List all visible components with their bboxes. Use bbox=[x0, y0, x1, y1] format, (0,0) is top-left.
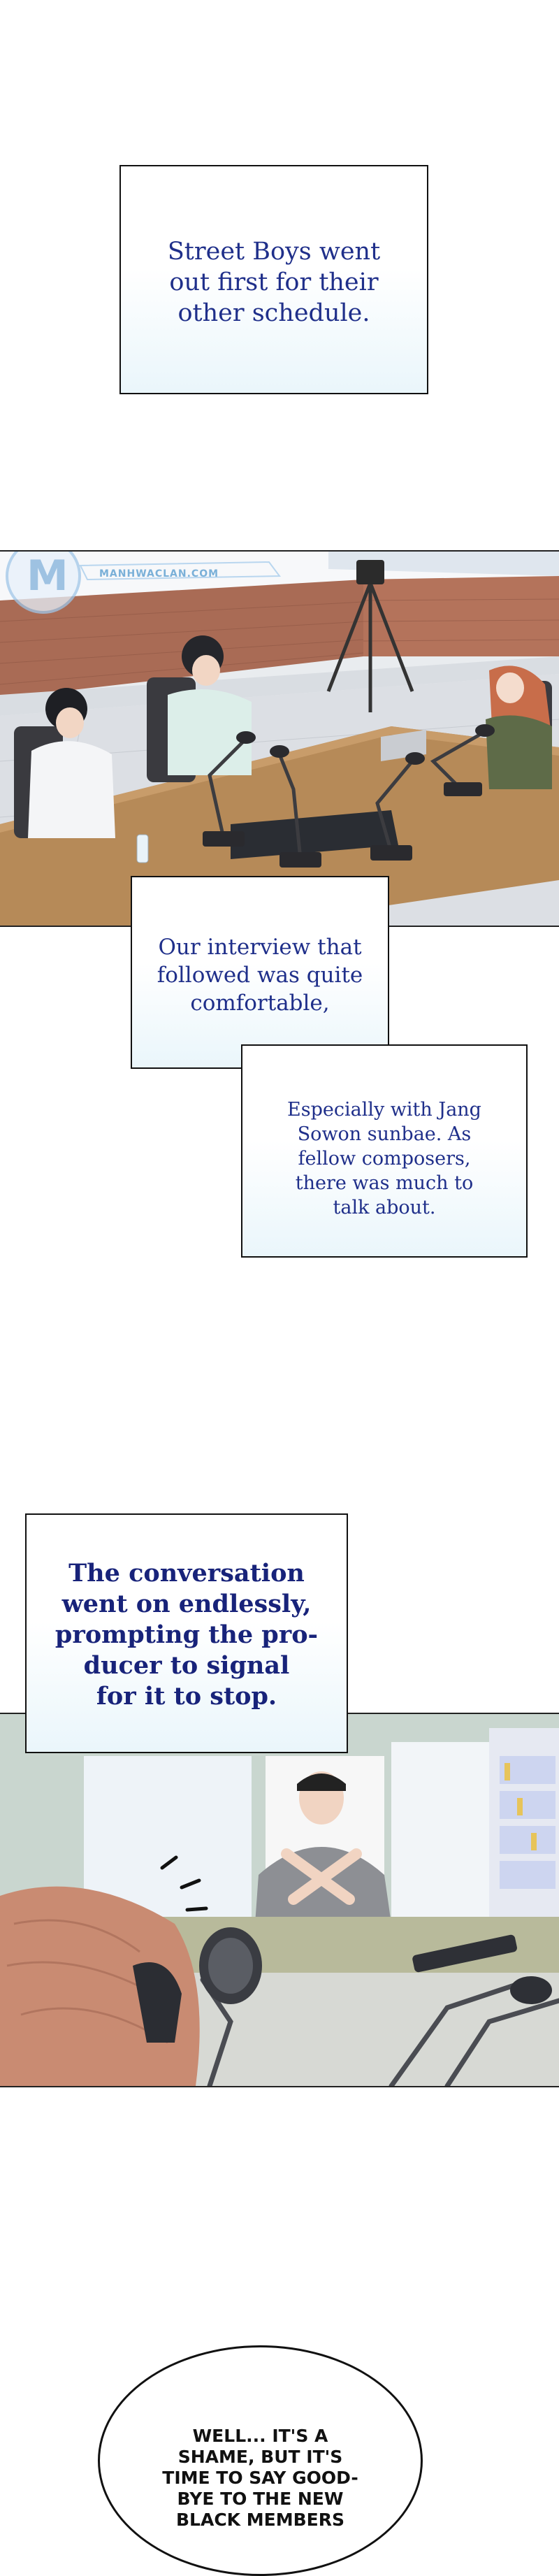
caption-text-1: Street Boys went out first for their oth… bbox=[167, 238, 381, 327]
caption-text-3: Especially with Jang Sowon sunbae. As fe… bbox=[287, 1099, 481, 1218]
speech-bubble: WELL... IT'S A SHAME, BUT IT'S TIME TO S… bbox=[98, 2345, 423, 2576]
caption-box-2: Our interview that followed was quite co… bbox=[131, 876, 389, 1069]
caption-text-2: Our interview that followed was quite co… bbox=[157, 935, 363, 1016]
watermark-logo-icon bbox=[6, 552, 81, 614]
producer-signal-illustration bbox=[0, 1714, 559, 2086]
studio-interview-illustration: M bbox=[0, 552, 559, 926]
caption-box-4: The conversation went on endlessly, prom… bbox=[25, 1513, 348, 1753]
speech-text: WELL... IT'S A SHAME, BUT IT'S TIME TO S… bbox=[162, 2426, 358, 2530]
panel-studio-interview: M MANHWACLAN.COM bbox=[0, 550, 559, 927]
caption-box-1: Street Boys went out first for their oth… bbox=[119, 165, 428, 394]
caption-box-3: Especially with Jang Sowon sunbae. As fe… bbox=[241, 1044, 528, 1258]
svg-text:M: M bbox=[27, 552, 68, 600]
watermark-text: MANHWACLAN.COM bbox=[99, 568, 219, 580]
caption-text-4: The conversation went on endlessly, prom… bbox=[55, 1559, 319, 1711]
panel-producer-signal bbox=[0, 1713, 559, 2087]
